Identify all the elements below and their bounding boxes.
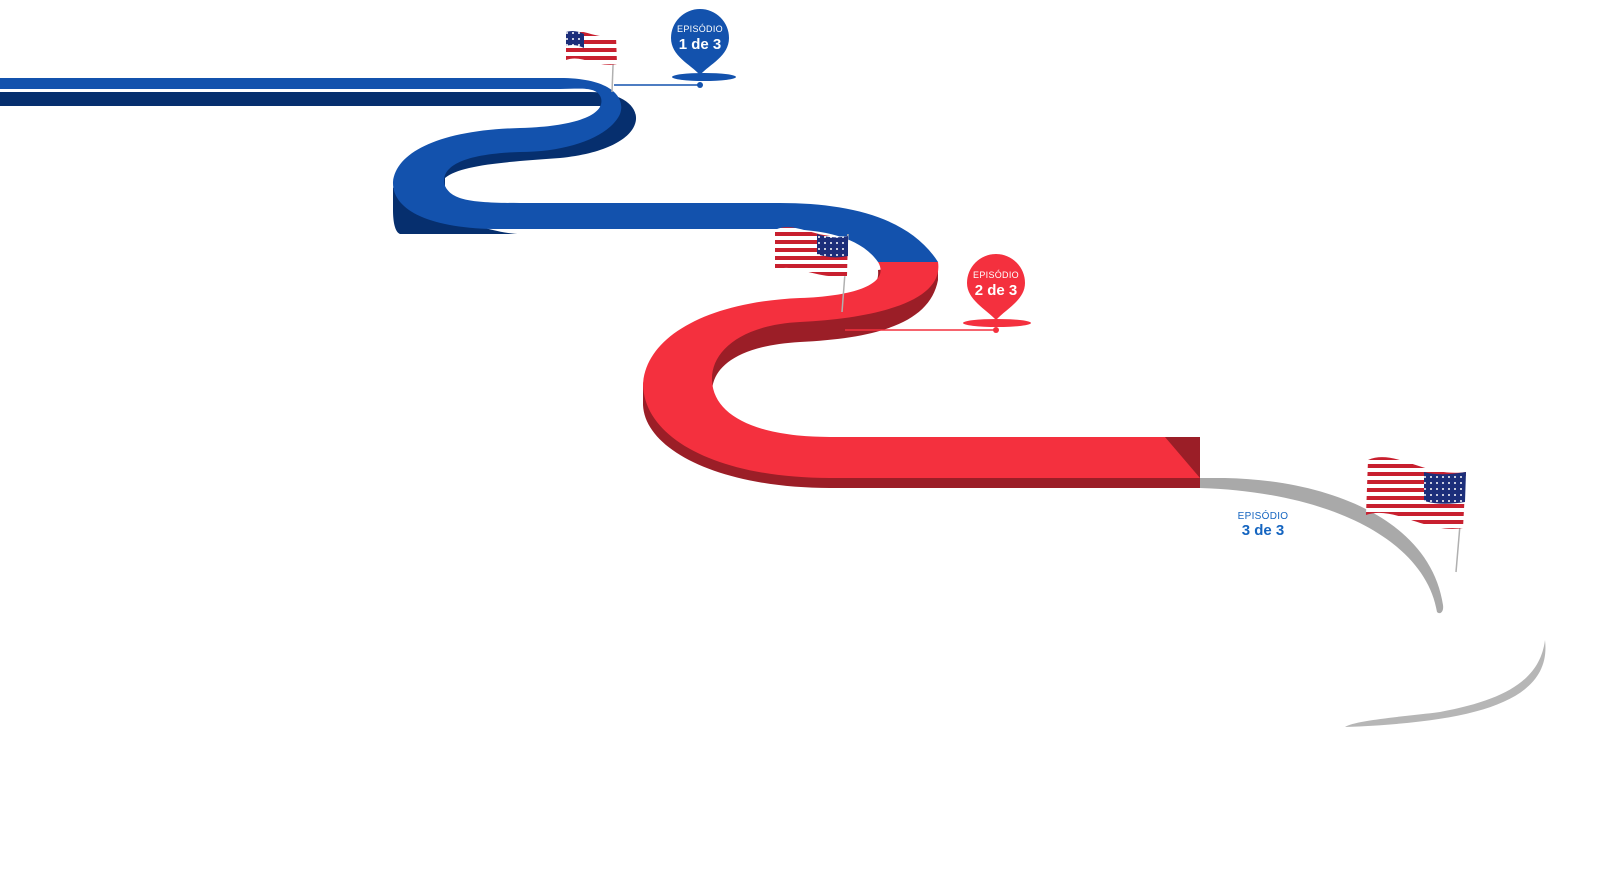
road-gray-lower — [1345, 640, 1546, 727]
episode-2-pin[interactable]: EPISÓDIO 2 de 3 — [845, 254, 1031, 333]
episode-3-marker[interactable]: EPISÓDIO 3 de 3 — [1238, 509, 1289, 539]
pin-shadow — [672, 73, 736, 81]
road-red-top — [643, 262, 1200, 478]
episode-1-pin[interactable]: EPISÓDIO 1 de 3 — [614, 9, 736, 88]
us-flag-icon — [566, 30, 617, 93]
road-gray-upper — [1200, 478, 1444, 614]
episode-2-label: EPISÓDIO — [973, 270, 1019, 280]
episode-1-number: 1 de 3 — [679, 36, 722, 53]
road-segment-episode-1 — [0, 78, 938, 262]
episode-2-number: 2 de 3 — [975, 282, 1018, 299]
map-pin-icon — [671, 9, 729, 75]
episode-3-number: 3 de 3 — [1242, 522, 1285, 539]
pin-shadow — [963, 319, 1031, 327]
us-flag-icon — [1366, 457, 1466, 573]
us-flag-icon — [775, 227, 849, 313]
road-segment-episode-3 — [1200, 478, 1546, 727]
road-segment-episode-2 — [643, 262, 1200, 488]
pin-dot — [993, 327, 999, 333]
road-blue-top — [0, 78, 938, 262]
pin-dot — [697, 82, 703, 88]
map-pin-icon — [967, 254, 1025, 320]
episode-3-label: EPISÓDIO — [1238, 509, 1289, 522]
episode-1-label: EPISÓDIO — [677, 24, 723, 34]
